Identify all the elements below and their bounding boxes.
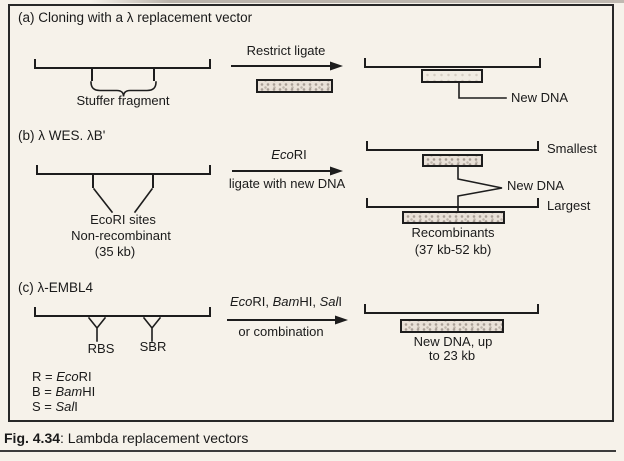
b-arrow-top-italic: Eco [271, 147, 294, 162]
b-largest-insert-rect [402, 211, 505, 224]
a-vector-left-line [34, 59, 211, 81]
legend-row-b: B = BamHI [32, 384, 96, 400]
legend-b-key: B = [32, 384, 56, 399]
a-vector-right-line [364, 58, 541, 68]
c-sbr-label: SBR [139, 339, 167, 354]
legend-row-s: S = SalI [32, 399, 78, 415]
a-stuffer-underbrace [90, 81, 157, 97]
legend-s-italic: Sal [55, 399, 75, 414]
c-new-dna-label-line2: to 23 kb [428, 348, 476, 363]
b-non-recombinant-size-label: (35 kb) [94, 244, 136, 259]
figure-caption-text: : Lambda replacement vectors [60, 430, 249, 446]
b-ecori-site-slant-right [133, 187, 154, 214]
c-sbr-site-mark-icon [142, 316, 162, 342]
b-smallest-insert-rect [422, 154, 483, 167]
legend-s-rest: I [74, 399, 78, 414]
b-recombinants-size-label: (37 kb-52 kb) [414, 242, 492, 257]
c-rbs-site-mark-icon [87, 316, 107, 342]
c-insert-rect [400, 319, 504, 333]
legend-r-key: R = [32, 369, 57, 384]
b-arrow-top-roman: RI [293, 147, 307, 162]
c-vector-left-line [34, 307, 211, 317]
figure-caption: Fig. 4.34: Lambda replacement vectors [4, 430, 248, 446]
c-enzyme-ri: RI, [252, 294, 273, 309]
b-arrow-bottom-label: ligate with new DNA [228, 176, 346, 191]
b-ecori-site-slant-left [92, 187, 114, 214]
bottom-divider-line [0, 450, 616, 452]
a-stuffer-label: Stuffer fragment [76, 93, 170, 108]
legend-s-key: S = [32, 399, 56, 414]
scan-edge-artifact [90, 0, 624, 3]
b-vector-left-line [36, 165, 211, 188]
c-new-dna-label-line1: New DNA, up [413, 334, 493, 349]
b-new-dna-label: New DNA [507, 178, 565, 193]
b-vector-smallest-line [366, 141, 539, 151]
b-largest-label: Largest [547, 198, 591, 213]
c-enzyme-hi: HI, [299, 294, 320, 309]
b-recombinants-label: Recombinants [411, 225, 495, 240]
section-b-heading: (b) λ WES. λB' [18, 128, 106, 143]
b-ecori-sites-label: EcoRI sites [90, 212, 156, 227]
c-rbs-label: RBS [87, 341, 115, 356]
c-enzyme-sal-italic: Sal [319, 294, 339, 309]
b-smallest-label: Smallest [547, 141, 597, 156]
legend-b-rest: HI [82, 384, 96, 399]
legend-r-italic: Eco [56, 369, 79, 384]
a-new-dna-pointer-line [458, 82, 507, 99]
c-arrow-head-icon [335, 315, 348, 325]
b-non-recombinant-label: Non-recombinant [71, 228, 171, 243]
figure-caption-number: Fig. 4.34 [4, 430, 61, 446]
b-arrow-top-label: EcoRI [271, 147, 307, 163]
c-arrow-top-label: EcoRI, BamHI, SalI [229, 294, 343, 310]
b-new-dna-connector-line [457, 166, 503, 213]
a-insert-fragment-rect [256, 79, 333, 93]
a-arrow-head-icon [330, 61, 343, 71]
c-enzyme-eco-italic: Eco [229, 294, 253, 309]
c-vector-right-line [364, 304, 539, 314]
c-enzyme-bam-italic: Bam [272, 294, 300, 309]
b-arrow-head-icon [330, 166, 343, 176]
section-c-heading: (c) λ-EMBL4 [18, 280, 94, 295]
c-arrow-bottom-label: or combination [238, 324, 324, 339]
legend-row-r: R = EcoRI [32, 369, 92, 385]
a-arrow-label: Restrict ligate [246, 43, 326, 58]
legend-r-rest: RI [78, 369, 92, 384]
section-a-heading: (a) Cloning with a λ replacement vector [18, 10, 253, 25]
c-enzyme-i: I [338, 294, 343, 309]
legend-b-italic: Bam [55, 384, 83, 399]
b-vector-largest-line [366, 198, 539, 208]
a-new-dna-rect [421, 69, 483, 83]
figure-frame [8, 4, 614, 422]
a-new-dna-label: New DNA [511, 90, 569, 105]
